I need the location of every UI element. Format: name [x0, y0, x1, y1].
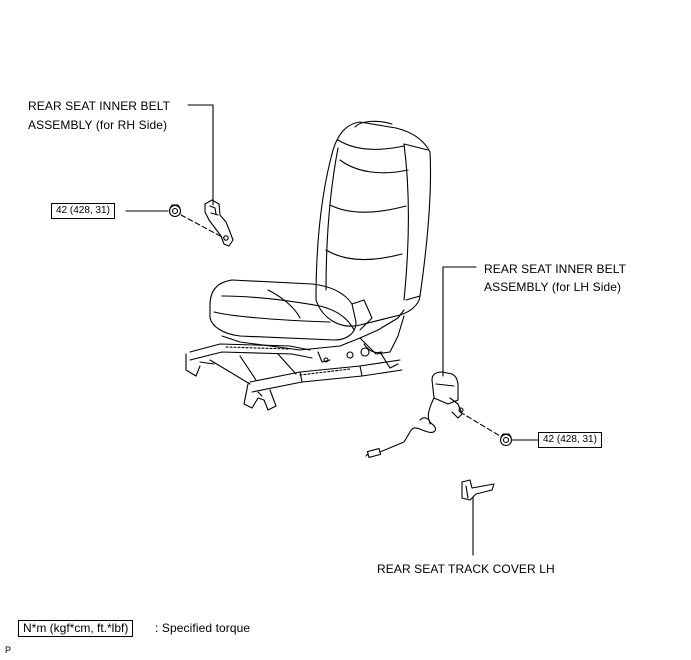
- track-cover-label: REAR SEAT TRACK COVER LH: [377, 562, 555, 576]
- corner-mark: P: [5, 645, 12, 655]
- rh-bolt-dash: [180, 214, 225, 239]
- leader-lines: [125, 104, 539, 556]
- rh-belt-buckle: [204, 199, 234, 247]
- seat-back: [315, 120, 432, 327]
- rh-bolt-icon: [168, 204, 182, 218]
- rh-belt-label-line2: ASSEMBLY (for RH Side): [28, 118, 168, 132]
- lh-belt-label-line1: REAR SEAT INNER BELT: [484, 262, 627, 276]
- rh-torque-box: 42 (428, 31): [51, 203, 115, 219]
- legend-unit-box: N*m (kgf*cm, ft.*lbf): [18, 620, 134, 637]
- track-cover-part: [461, 479, 495, 501]
- lh-belt-buckle: [365, 371, 464, 459]
- lh-bolt-icon: [499, 433, 513, 447]
- lh-belt-label-line2: ASSEMBLY (for LH Side): [484, 280, 622, 294]
- lh-bolt-dash: [459, 411, 501, 437]
- seat-cushion: [209, 279, 373, 341]
- rh-belt-label-line1: REAR SEAT INNER BELT: [28, 99, 171, 113]
- legend-description: : Specified torque: [155, 621, 251, 635]
- seat-frame: [185, 309, 405, 411]
- lh-torque-box: 42 (428, 31): [538, 432, 602, 448]
